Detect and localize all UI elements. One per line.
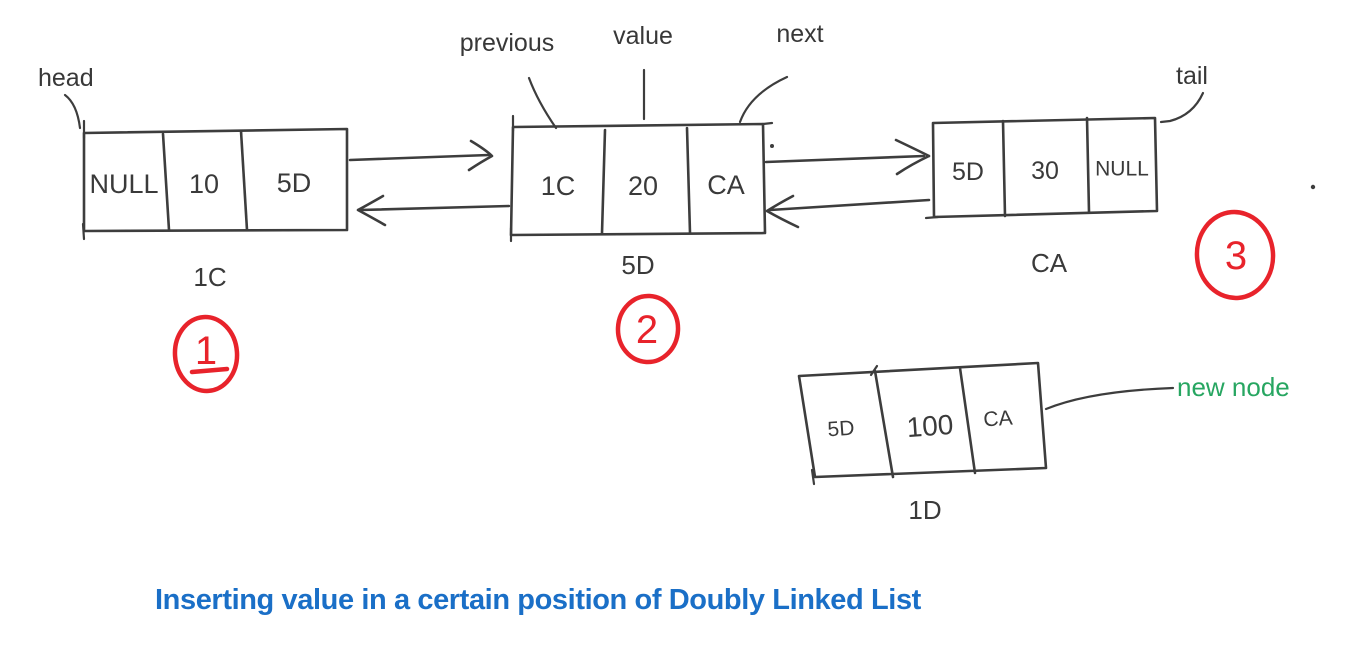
pointer-labels: head previous value next tail (38, 20, 1208, 130)
node-CA: 5D 30 NULL CA (924, 116, 1316, 278)
arrow-prev-3-to-2-head (765, 194, 800, 229)
node-1C-value-cell: 10 (189, 169, 219, 199)
arrow-prev-3-to-2-line (768, 198, 931, 212)
node-CA-prev-cell: 5D (952, 158, 984, 186)
new-node-next-cell: CA (983, 407, 1014, 432)
new-node-annotation-line (1044, 386, 1175, 411)
value-field-label: value (613, 22, 673, 50)
previous-connector-curve (527, 76, 558, 130)
node-5D-divider-1 (600, 128, 607, 235)
head-label: head (38, 64, 94, 92)
stray-dot-node-5D (770, 144, 774, 148)
new-node-corner-stub (810, 468, 816, 486)
node-CA-next-cell: NULL (1095, 158, 1149, 181)
new-node-address-label: 1D (908, 495, 941, 525)
step-3-number: 3 (1225, 234, 1247, 278)
node-5D-value-cell: 20 (628, 171, 658, 201)
previous-field-label: previous (460, 29, 555, 57)
node-1C-divider-1 (161, 132, 171, 232)
link-arrows (348, 138, 931, 229)
step-2-number: 2 (636, 308, 658, 352)
new-node-1D: 5D 100 CA 1D new node (797, 361, 1290, 525)
step-3-circle (1194, 209, 1276, 301)
head-connector-curve (63, 93, 82, 130)
node-5D-box (509, 122, 767, 237)
step-2-circle (615, 293, 681, 365)
new-node-divider-tick (869, 364, 879, 377)
step-1-number: 1 (195, 329, 217, 373)
node-1C-box (82, 127, 349, 233)
step-badges: 1 2 3 (172, 209, 1276, 394)
node-1C-address-label: 1C (193, 262, 226, 292)
caption-title: Inserting value in a certain position of… (155, 584, 921, 616)
next-field-label: next (776, 20, 823, 48)
arrow-prev-2-to-1-line (358, 204, 511, 212)
node-CA-divider-1 (1001, 119, 1007, 218)
node-5D-divider-2 (685, 126, 692, 235)
node-1C-prev-cell: NULL (89, 169, 158, 199)
node-5D-address-label: 5D (621, 250, 654, 280)
arrow-next-1-to-2-head (467, 139, 494, 172)
new-node-box (797, 361, 1048, 479)
arrow-next-2-to-3-line (764, 154, 926, 164)
node-5D-next-cell: CA (707, 170, 745, 200)
node-CA-address-label: CA (1031, 248, 1068, 278)
tail-label: tail (1176, 62, 1208, 90)
node-CA-box (931, 116, 1159, 219)
next-connector-curve (738, 75, 789, 124)
node-5D: 1C 20 CA 5D (509, 114, 774, 280)
node-1C-next-cell: 5D (277, 168, 312, 198)
new-node-divider-1 (873, 369, 895, 479)
arrow-next-2-to-3-head (894, 138, 931, 176)
new-node-divider-2 (958, 366, 977, 475)
new-node-value-cell: 100 (906, 409, 955, 443)
node-1C-divider-2 (239, 129, 249, 232)
node-CA-corner-stub-bottom (924, 215, 940, 220)
node-5D-corner-stub-right (761, 121, 774, 126)
step-1-circle (172, 314, 240, 394)
node-CA-value-cell: 30 (1031, 157, 1059, 185)
arrow-prev-2-to-1-head (356, 194, 387, 227)
tail-connector-curve (1159, 91, 1205, 124)
step-1-underline (189, 366, 230, 375)
arrow-next-1-to-2-line (348, 153, 491, 162)
new-node-prev-cell: 5D (827, 417, 855, 442)
node-1C: NULL 10 5D 1C (81, 119, 349, 292)
node-1C-corner-stub-bottom (81, 222, 86, 241)
node-CA-divider-2 (1085, 116, 1091, 214)
new-node-annotation-label: new node (1177, 372, 1290, 402)
node-5D-prev-cell: 1C (541, 171, 576, 201)
stray-dot-right (1310, 184, 1316, 190)
